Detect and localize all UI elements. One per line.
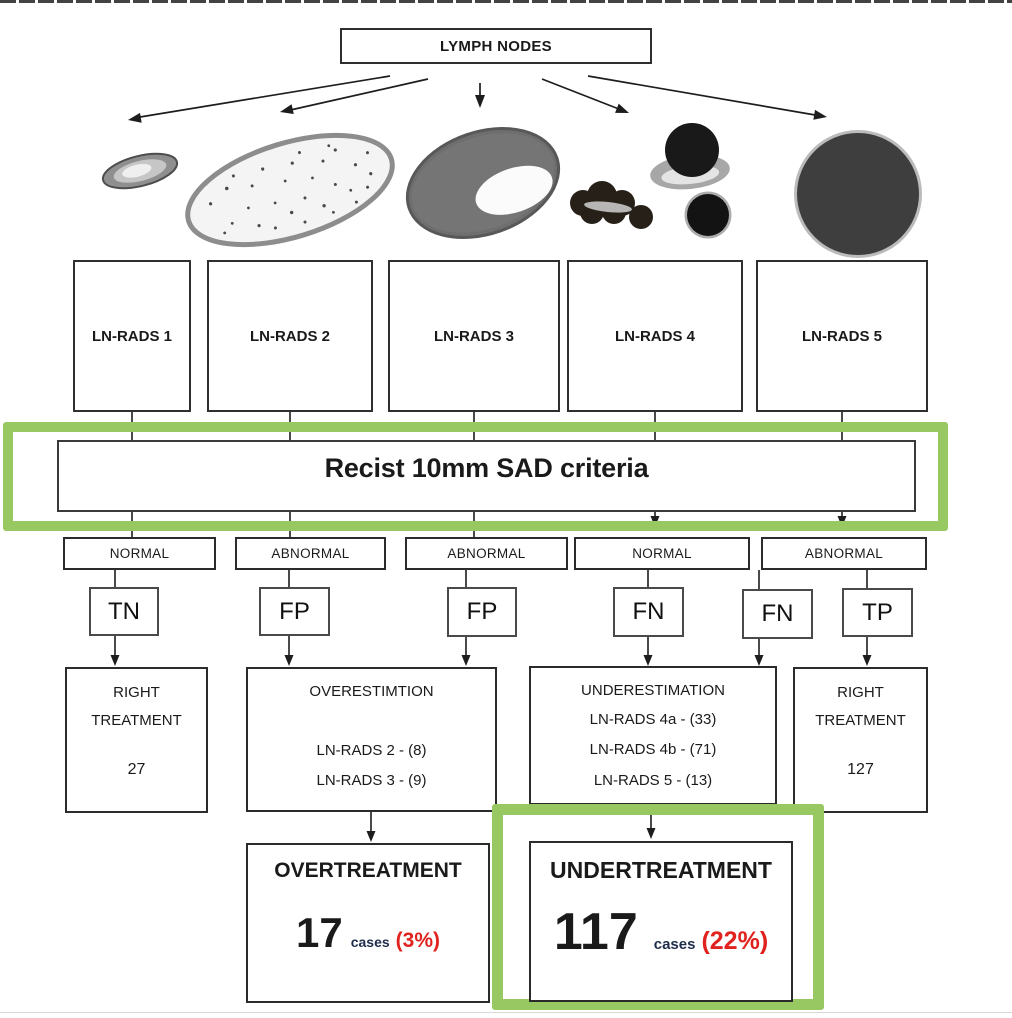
lymph-node-illustration-3 bbox=[405, 127, 561, 239]
classification-box-fn-1: FN bbox=[613, 587, 684, 637]
class-to-outcome-lines bbox=[114, 636, 868, 657]
ln-rads-2-label: LN-RADS 2 bbox=[249, 327, 330, 345]
ln-rads-3-box: LN-RADS 3 bbox=[388, 260, 560, 412]
fan-arrows bbox=[133, 75, 822, 119]
classification-label: FN bbox=[761, 600, 794, 627]
result-box-normal-1: NORMAL bbox=[63, 537, 216, 570]
undertreatment-title: UNDERTREATMENT bbox=[550, 857, 772, 883]
classification-box-tp: TP bbox=[842, 588, 913, 637]
ln-rads-5-box: LN-RADS 5 bbox=[756, 260, 928, 412]
right-treatment-right-box: RIGHT TREATMENT 127 bbox=[793, 667, 928, 813]
overestimation-item: LN-RADS 3 - (9) bbox=[316, 772, 427, 790]
underestimation-item: LN-RADS 5 - (13) bbox=[593, 772, 713, 789]
undertreatment-percent: (22%) bbox=[701, 927, 769, 955]
classification-box-fn-2: FN bbox=[742, 589, 813, 639]
underestimation-items: LN-RADS 4a - (33) LN-RADS 4b - (71) LN-R… bbox=[590, 705, 717, 797]
right-treatment-count: 27 bbox=[127, 760, 146, 778]
result-label: NORMAL bbox=[109, 546, 170, 561]
overtreatment-unit: cases bbox=[350, 934, 390, 950]
right-treatment-title: RIGHT TREATMENT bbox=[91, 679, 182, 735]
result-label: ABNORMAL bbox=[271, 546, 350, 561]
right-treatment-left-box: RIGHT TREATMENT 27 bbox=[65, 667, 208, 813]
underestimation-title: UNDERESTIMATION bbox=[581, 682, 725, 699]
overtreatment-box: OVERTREATMENT 17 cases (3%) bbox=[246, 843, 490, 1003]
result-label: NORMAL bbox=[632, 546, 692, 561]
result-box-normal-4: NORMAL bbox=[574, 537, 750, 570]
result-to-class-lines bbox=[114, 570, 868, 589]
overtreatment-percent: (3%) bbox=[395, 929, 440, 952]
classification-label: FN bbox=[632, 598, 665, 625]
right-treatment-count: 127 bbox=[847, 760, 874, 778]
result-box-abnormal-3: ABNORMAL bbox=[405, 537, 568, 570]
undertreatment-box: UNDERTREATMENT 117 cases (22%) bbox=[529, 841, 793, 1002]
recist-criteria-box: Recist 10mm SAD criteria bbox=[57, 440, 916, 512]
ln-rads-4-box: LN-RADS 4 bbox=[567, 260, 743, 412]
ln-rads-3-label: LN-RADS 3 bbox=[433, 327, 514, 345]
overestimation-items: LN-RADS 2 - (8) LN-RADS 3 - (9) bbox=[316, 736, 426, 798]
classification-box-tn: TN bbox=[89, 587, 159, 636]
ln-rads-1-label: LN-RADS 1 bbox=[91, 327, 172, 345]
undertreatment-stats: 117 cases (22%) bbox=[554, 902, 768, 962]
result-box-abnormal-2: ABNORMAL bbox=[235, 537, 386, 570]
lymph-nodes-label: LYMPH NODES bbox=[440, 37, 552, 55]
fan-arrowheads bbox=[128, 95, 827, 123]
classification-label: FP bbox=[466, 598, 498, 625]
undertreatment-unit: cases bbox=[653, 936, 696, 953]
right-treatment-line1: RIGHT bbox=[837, 684, 884, 701]
lymph-node-illustration-5 bbox=[794, 130, 922, 258]
classification-box-fp-1: FP bbox=[259, 587, 330, 636]
underestimation-item: LN-RADS 4b - (71) bbox=[589, 741, 717, 759]
underestimation-item: LN-RADS 4a - (33) bbox=[589, 710, 717, 728]
overtreatment-title: OVERTREATMENT bbox=[274, 859, 462, 882]
undertreatment-count: 117 bbox=[553, 903, 638, 961]
overtreatment-stats: 17 cases (3%) bbox=[296, 909, 440, 957]
class-arrowheads bbox=[110, 655, 872, 666]
underestimation-box: UNDERESTIMATION LN-RADS 4a - (33) LN-RAD… bbox=[529, 666, 777, 805]
page-bottom-edge-line bbox=[0, 1012, 1012, 1013]
undertreatment-highlight-frame bbox=[492, 804, 824, 1010]
lymph-nodes-box: LYMPH NODES bbox=[340, 28, 652, 64]
overtreatment-count: 17 bbox=[296, 909, 343, 956]
classification-label: TP bbox=[862, 598, 893, 626]
lymph-node-illustration-2 bbox=[185, 132, 395, 248]
lymph-node-illustration-1 bbox=[101, 152, 179, 190]
criteria-highlight-frame bbox=[3, 422, 948, 531]
right-treatment-title: RIGHT TREATMENT bbox=[815, 679, 906, 735]
result-label: ABNORMAL bbox=[804, 546, 884, 561]
right-treatment-line2: TREATMENT bbox=[91, 711, 182, 729]
ln-rads-1-box: LN-RADS 1 bbox=[73, 260, 191, 412]
lymph-node-illustration-4 bbox=[570, 123, 732, 239]
right-treatment-line1: RIGHT bbox=[113, 684, 160, 701]
total-arrowheads bbox=[366, 828, 656, 842]
classification-label: TN bbox=[108, 597, 140, 625]
ln-rads-4-label: LN-RADS 4 bbox=[614, 327, 695, 345]
speckles bbox=[208, 144, 373, 235]
right-treatment-line2: TREATMENT bbox=[815, 711, 906, 729]
result-label: ABNORMAL bbox=[447, 546, 526, 561]
ln-rads-2-box: LN-RADS 2 bbox=[207, 260, 373, 412]
classification-box-fp-2: FP bbox=[447, 587, 517, 637]
classification-label: FP bbox=[279, 597, 310, 625]
result-box-abnormal-5: ABNORMAL bbox=[761, 537, 927, 570]
overestimation-item: LN-RADS 2 - (8) bbox=[316, 741, 427, 759]
overestimation-box: OVERESTIMTION LN-RADS 2 - (8) LN-RADS 3 … bbox=[246, 667, 497, 812]
overestimation-title: OVERESTIMTION bbox=[309, 683, 434, 700]
ln-rads-5-label: LN-RADS 5 bbox=[801, 327, 882, 345]
recist-criteria-label: Recist 10mm SAD criteria bbox=[324, 453, 649, 483]
page-top-edge-line bbox=[0, 0, 1012, 3]
